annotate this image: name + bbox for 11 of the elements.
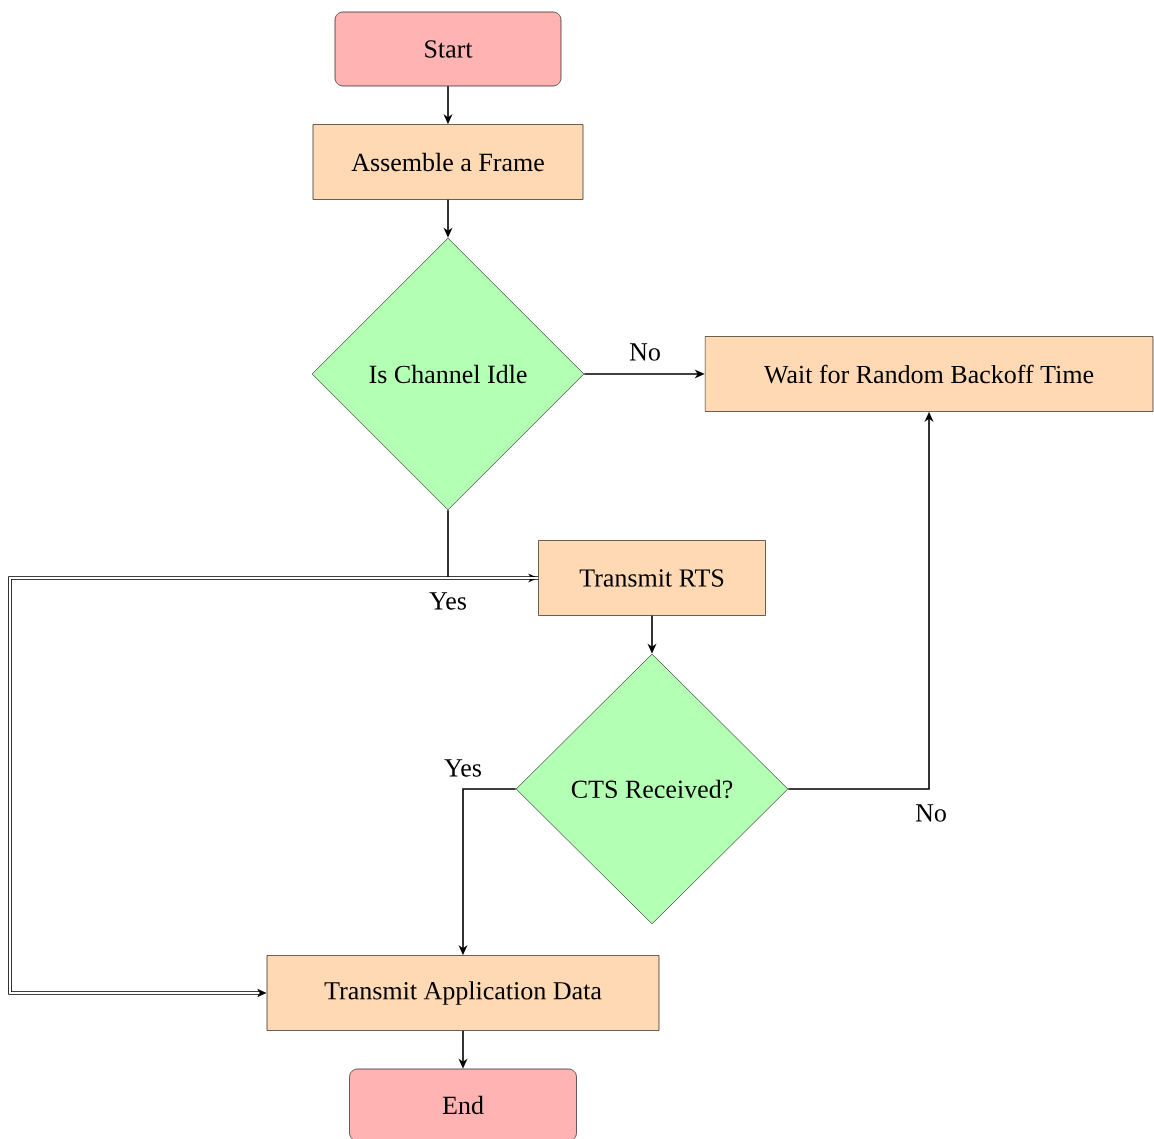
- edge-label: No: [628, 342, 662, 362]
- process-box: Assemble a Frame: [312, 124, 584, 200]
- edge-label: Yes: [428, 591, 468, 611]
- edge-label: No: [914, 803, 948, 823]
- process-box: Wait for Random Backoff Time: [704, 336, 1154, 412]
- arrow: [8, 576, 540, 997]
- process-box: Transmit RTS: [538, 540, 766, 616]
- terminal-box: End: [349, 1068, 577, 1139]
- process-box: Transmit Application Data: [266, 955, 660, 1031]
- edge-label: Yes: [443, 758, 483, 778]
- terminal-box: Start: [334, 11, 562, 87]
